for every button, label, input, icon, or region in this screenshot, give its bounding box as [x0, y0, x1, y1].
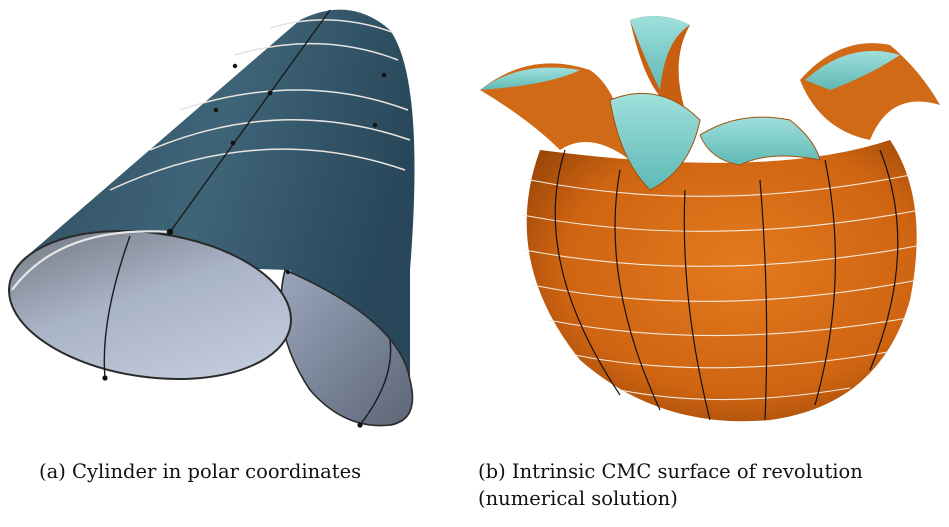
caption-a-text: Cylinder in polar coordinates — [72, 460, 362, 483]
caption-b-label: (b) — [478, 460, 506, 483]
cylinder-opening — [8, 230, 292, 380]
cmc-parallels — [521, 174, 923, 401]
cylinder-outer-surface — [20, 9, 415, 426]
cmc-surface-illustration — [480, 16, 940, 422]
caption-b-text-line2: (numerical solution) — [478, 487, 678, 510]
cmc-surface-body — [526, 140, 917, 422]
caption-a-label: (a) — [39, 460, 66, 483]
cmc-surface-left-petal — [480, 63, 630, 161]
cylinder-illustration — [8, 9, 415, 428]
caption-b-line1: (b) Intrinsic CMC surface of revolution — [478, 458, 863, 485]
cylinder-meridians — [103, 9, 392, 426]
subfigure-a-image — [0, 0, 440, 440]
subfigure-b-image — [470, 0, 949, 440]
cmc-surface-front-petal-right — [699, 116, 821, 166]
caption-b: (b) Intrinsic CMC surface of revolution … — [478, 458, 863, 512]
cmc-meridians — [554, 149, 899, 421]
caption-a: (a) Cylinder in polar coordinates — [39, 458, 361, 485]
cylinder-front-lobe — [280, 268, 414, 427]
caption-b-text-line1: Intrinsic CMC surface of revolution — [511, 460, 863, 483]
cylinder-points — [102, 63, 387, 428]
cylinder-parallels — [109, 19, 411, 191]
cmc-surface-front-petal-left — [609, 92, 701, 191]
